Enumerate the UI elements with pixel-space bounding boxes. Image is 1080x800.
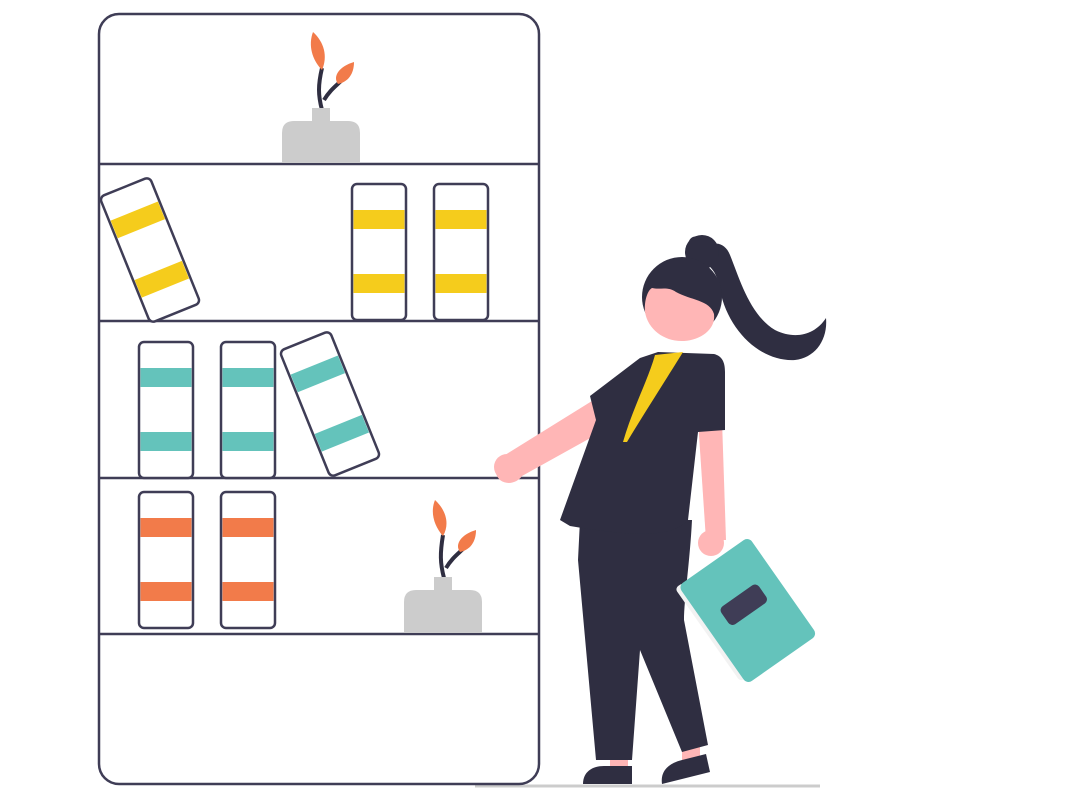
book-band	[140, 432, 192, 451]
pants	[578, 520, 708, 760]
book-band	[134, 260, 190, 298]
book-band	[353, 210, 405, 229]
book-spine	[219, 490, 277, 630]
book-band	[314, 414, 370, 452]
book-spine	[99, 177, 201, 323]
book-orange	[137, 490, 195, 630]
book-teal	[137, 340, 195, 480]
book-band	[110, 201, 166, 239]
plant-vase-bottom	[404, 500, 482, 633]
vase	[404, 577, 482, 633]
shoe	[583, 766, 632, 784]
book-yellow	[99, 177, 201, 323]
right-hand	[698, 530, 724, 556]
backpack-strap	[623, 352, 683, 442]
book-teal	[219, 340, 277, 480]
right-arm	[698, 420, 726, 540]
plant-leaf	[310, 32, 325, 70]
shoe	[661, 754, 710, 784]
held-book	[676, 539, 816, 682]
vase	[282, 108, 360, 163]
book-band	[222, 582, 274, 601]
book-teal	[279, 331, 381, 477]
book-band	[140, 368, 192, 387]
book-spine	[219, 340, 277, 480]
book-band	[222, 368, 274, 387]
plant-leaf	[457, 530, 476, 552]
ponytail	[687, 236, 827, 361]
book-band	[353, 274, 405, 293]
book-band	[222, 432, 274, 451]
book-spine	[350, 182, 408, 322]
book-band	[435, 274, 487, 293]
book-yellow	[350, 182, 408, 322]
bookshelf-frame	[97, 12, 541, 786]
book-band	[290, 355, 346, 393]
book-spine	[137, 340, 195, 480]
book-band	[222, 518, 274, 537]
book-yellow	[432, 182, 490, 322]
left-hand	[494, 454, 520, 480]
plant-leaf	[432, 500, 447, 536]
book-orange	[219, 490, 277, 630]
plant-vase-top	[282, 32, 360, 163]
book-spine	[279, 331, 381, 477]
book-band	[140, 518, 192, 537]
shirt	[560, 352, 725, 534]
book-spine	[432, 182, 490, 322]
person	[494, 235, 827, 784]
book-spine	[137, 490, 195, 630]
face	[644, 288, 715, 342]
plant-leaf	[335, 62, 354, 84]
books	[99, 177, 490, 630]
book-band	[140, 582, 192, 601]
book-band	[435, 210, 487, 229]
left-arm	[495, 396, 612, 483]
book-label	[720, 584, 767, 625]
